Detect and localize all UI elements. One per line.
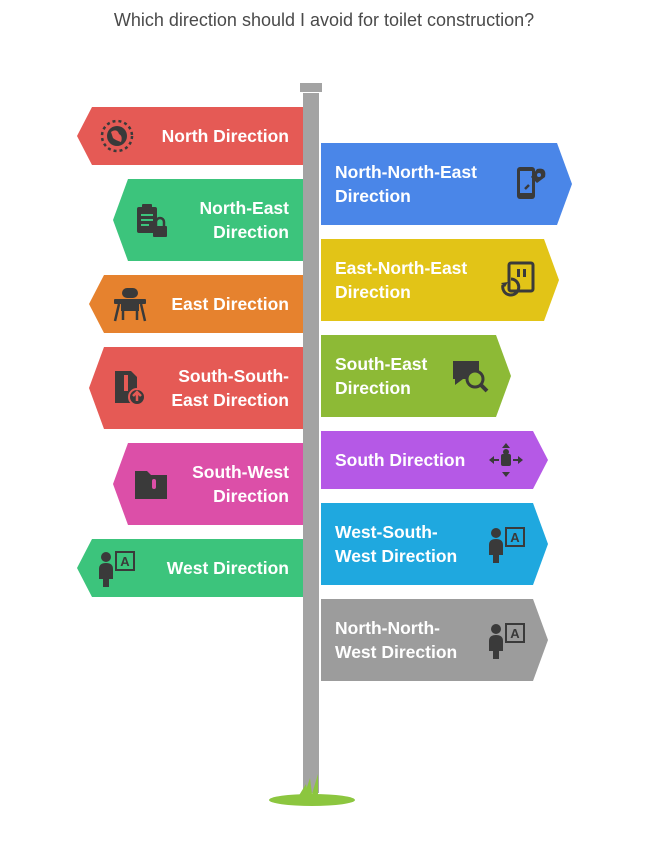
signpost-cap xyxy=(300,83,322,92)
sign-west-south-west-label: West-South- West Direction xyxy=(335,522,458,566)
sign-shape xyxy=(89,347,303,429)
sign-shape xyxy=(321,599,548,681)
sign-shape xyxy=(113,179,303,261)
sign-shape xyxy=(113,443,303,525)
sign-north-north-east-label: North-North-East Direction xyxy=(335,162,477,206)
sign-north: North Direction xyxy=(77,107,303,165)
clipboard-lock-icon xyxy=(137,204,167,237)
move-arrows-icon xyxy=(489,443,523,477)
svg-text:A: A xyxy=(510,626,520,641)
data-refresh-icon xyxy=(501,261,535,297)
sign-south-south-east: South-South- East Direction xyxy=(89,347,303,429)
teacher-board-icon: A xyxy=(99,551,135,587)
sign-south-south-east-label: South-South- East Direction xyxy=(171,366,289,410)
svg-text:A: A xyxy=(510,530,520,545)
grass-base-icon xyxy=(269,774,355,806)
sign-south-label: South Direction xyxy=(335,450,466,470)
sign-east: East Direction xyxy=(89,275,303,333)
sign-north-east-label: North-East Direction xyxy=(199,198,289,242)
page-title: Which direction should I avoid for toile… xyxy=(113,10,535,30)
sign-east-north-east-label: East-North-East Direction xyxy=(335,258,468,302)
sign-south-east-label: South-East Direction xyxy=(335,354,428,398)
sign-south-east: South-East Direction xyxy=(321,335,511,417)
sign-shape xyxy=(321,335,511,417)
phone-rocket-icon xyxy=(517,167,546,199)
svg-text:A: A xyxy=(120,554,130,569)
sign-shape xyxy=(321,431,548,489)
sign-north-north-west-label: North-North- West Direction xyxy=(335,618,458,662)
teacher-board-icon: A xyxy=(489,623,525,659)
signpost-pole xyxy=(303,93,319,793)
sign-shape xyxy=(321,239,559,321)
chat-search-icon xyxy=(453,361,489,393)
globe-icon xyxy=(100,119,134,153)
sign-shape xyxy=(321,503,548,585)
teacher-board-icon: A xyxy=(489,527,525,563)
sign-west-south-west: A West-South- West Direction xyxy=(321,503,548,585)
sign-south: South Direction xyxy=(321,431,548,489)
folder-zipper-icon xyxy=(135,471,167,499)
sign-south-west-label: South-West Direction xyxy=(192,462,289,506)
sign-west-label: West Direction xyxy=(166,558,289,578)
sign-shape xyxy=(321,143,572,225)
sign-north-label: North Direction xyxy=(161,126,289,146)
sign-north-north-west: A North-North- West Direction xyxy=(321,599,548,681)
sign-south-west: South-West Direction xyxy=(113,443,303,525)
sign-east-north-east: East-North-East Direction xyxy=(321,239,559,321)
sign-east-label: East Direction xyxy=(171,294,289,314)
sign-north-north-east: North-North-East Direction xyxy=(321,143,572,225)
sign-north-east: North-East Direction xyxy=(113,179,303,261)
sign-shape xyxy=(77,107,303,165)
sign-west: A West Direction xyxy=(77,539,303,597)
desk-chair-icon xyxy=(113,288,147,322)
sign-shape xyxy=(89,275,303,333)
document-upload-icon xyxy=(115,371,146,406)
